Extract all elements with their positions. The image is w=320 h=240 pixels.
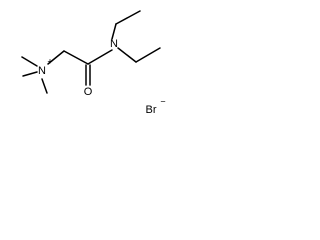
bond-ethyl1-chain [115,10,141,25]
quaternary-nitrogen-charge: + [47,56,52,66]
bond-methyl3-n [41,78,48,94]
bromide-charge: − [160,96,165,106]
bond-ethyl2-chain [135,47,161,63]
bond-amide-n-ethyl1 [111,23,117,40]
bond-methyl2-n [22,71,38,77]
bromide-label: Br [146,104,157,116]
quaternary-nitrogen-label: N [38,65,46,77]
carbonyl-oxygen-label: O [84,86,93,98]
bond-ch2-carbonyl [63,50,89,65]
chemical-structure: N + N O Br − [21,10,166,116]
amide-nitrogen-label: N [110,38,118,50]
bond-methyl1-n [21,56,38,67]
bond-n-ch2 [47,50,65,65]
bond-amide-n-ethyl2 [117,47,137,63]
bond-carbonyl-amide-n [87,49,113,65]
